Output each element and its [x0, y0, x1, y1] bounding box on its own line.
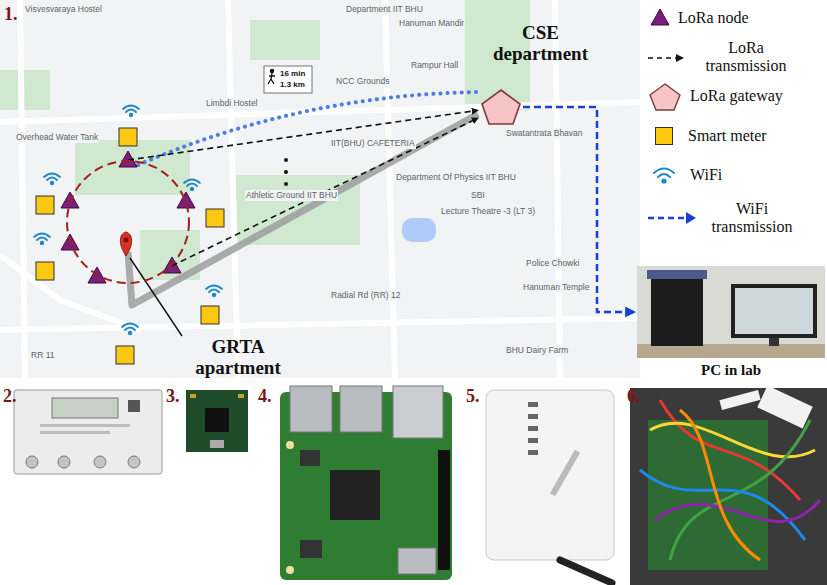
connector [128, 110, 478, 160]
cluster-circle-shape [67, 161, 189, 283]
ellipsis [284, 158, 288, 186]
walk-box [264, 66, 312, 93]
callout-number: 1. [4, 4, 18, 25]
gateway-pentagon-shape [482, 90, 520, 124]
map-label: Police Chowki [525, 258, 580, 269]
walk-time: 16 min [280, 69, 305, 79]
pc-screen [735, 288, 813, 334]
map-label: Department IIT BHU [345, 4, 424, 15]
legend-text: WiFi transmission [700, 200, 804, 236]
map-green [0, 0, 530, 280]
node-heading: GRTA apartment [181, 336, 295, 378]
assembled-box-photo [630, 386, 827, 585]
legend-text: LoRa gateway [690, 87, 783, 105]
legend-text: LoRa node [678, 9, 749, 27]
smart-meter-photo [14, 390, 162, 474]
node-heading: CSE department [478, 22, 603, 64]
map-label: Rampur Hall [410, 60, 459, 71]
legend-arrowhead [686, 212, 696, 224]
cluster-node: GRTA apartment [66, 160, 190, 284]
pc-monitor [731, 284, 817, 338]
map-label: RR 11 [30, 350, 55, 361]
lora-node-symbol [61, 151, 195, 283]
node-caption: PC in lab [637, 361, 825, 379]
route-dots [138, 92, 478, 165]
legend-arrowhead [676, 54, 684, 62]
legend-wifi [654, 169, 674, 183]
legend-swatch [655, 127, 673, 145]
legend-triangle [651, 9, 669, 25]
legend-text: Smart meter [688, 127, 767, 145]
map-label: Visvesvaraya Hostel [24, 4, 103, 15]
map-label: BHU Dairy Farm [505, 345, 569, 356]
map-ground [0, 0, 640, 378]
smart-meter-symbol [36, 128, 224, 364]
legend-blue-arrow [648, 217, 688, 220]
pc-photo [637, 266, 825, 358]
pc-tower [651, 278, 703, 346]
route-line [128, 114, 478, 305]
callout-number: 4. [258, 386, 272, 407]
gateway-pentagon [480, 88, 522, 126]
map-label: SBI [470, 190, 486, 201]
legend-pentagon [650, 84, 680, 110]
map-road [0, 0, 640, 378]
pc-desk [637, 344, 825, 358]
walk-icon [268, 69, 275, 84]
pc-ground [637, 266, 825, 358]
map-label: Lecture Theatre -3 (LT 3) [440, 206, 536, 217]
lora-module-photo [186, 390, 248, 452]
gateway-photo [486, 390, 614, 583]
map-label: Swatantrata Bhavan [505, 128, 584, 139]
gateway-node: CSE department [478, 22, 603, 126]
pc-node: PC in lab [637, 266, 825, 379]
map-label: Athletic Ground IIT BHU [245, 190, 338, 201]
walk-distance: 1.3 km [280, 80, 305, 90]
map-label: Hanuman Temple [522, 282, 590, 293]
map-label: NCC Grounds [335, 76, 390, 87]
map-label: Radial Rd (RR) 12 [330, 290, 401, 301]
leader-line [130, 258, 182, 336]
callout-number: 5. [466, 386, 480, 407]
legend-text: WiFi [690, 166, 722, 184]
map-label: Hanuman Mandir [398, 18, 465, 29]
callout-number: 2. [3, 386, 17, 407]
map-pin [120, 232, 131, 256]
callout-number: 3. [166, 386, 180, 407]
map-label: Limbdi Hostel [205, 98, 259, 109]
map-label: IIT(BHU) CAFETERIA [330, 138, 416, 149]
raspberry-pi-photo [280, 386, 452, 580]
pc-books [647, 270, 707, 279]
map-label: Overhead Water Tank [15, 132, 99, 143]
map-label: Department Of Physics IIT BHU [395, 172, 517, 183]
connector [172, 118, 478, 266]
cluster-circle [66, 160, 190, 284]
legend-text: LoRa transmission [694, 39, 798, 75]
pc-stand [769, 338, 779, 346]
map-pond [402, 218, 436, 242]
callout-number: 6. [627, 386, 641, 407]
